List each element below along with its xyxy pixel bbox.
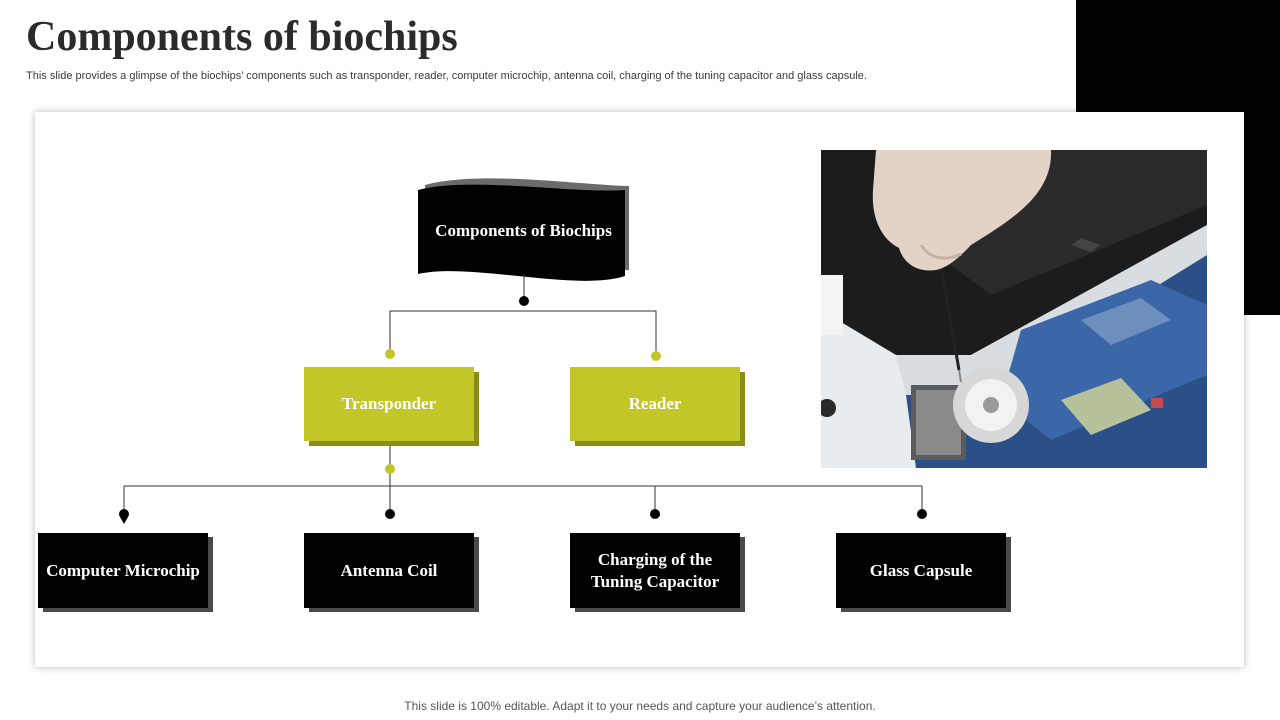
node-transponder: Transponder [304,367,474,441]
slide-title: Components of biochips [26,14,458,60]
node-glass-capsule: Glass Capsule [836,533,1006,608]
laptop-repair-photo [821,150,1207,468]
node-computer-microchip: Computer Microchip [38,533,208,608]
root-node-label: Components of Biochips [435,221,612,240]
node-reader: Reader [570,367,740,441]
node-antenna-coil: Antenna Coil [304,533,474,608]
slide-subtitle: This slide provides a glimpse of the bio… [26,70,867,82]
node-charging-tuning-capacitor: Charging of the Tuning Capacitor [570,533,740,608]
slide-footer: This slide is 100% editable. Adapt it to… [404,699,876,713]
